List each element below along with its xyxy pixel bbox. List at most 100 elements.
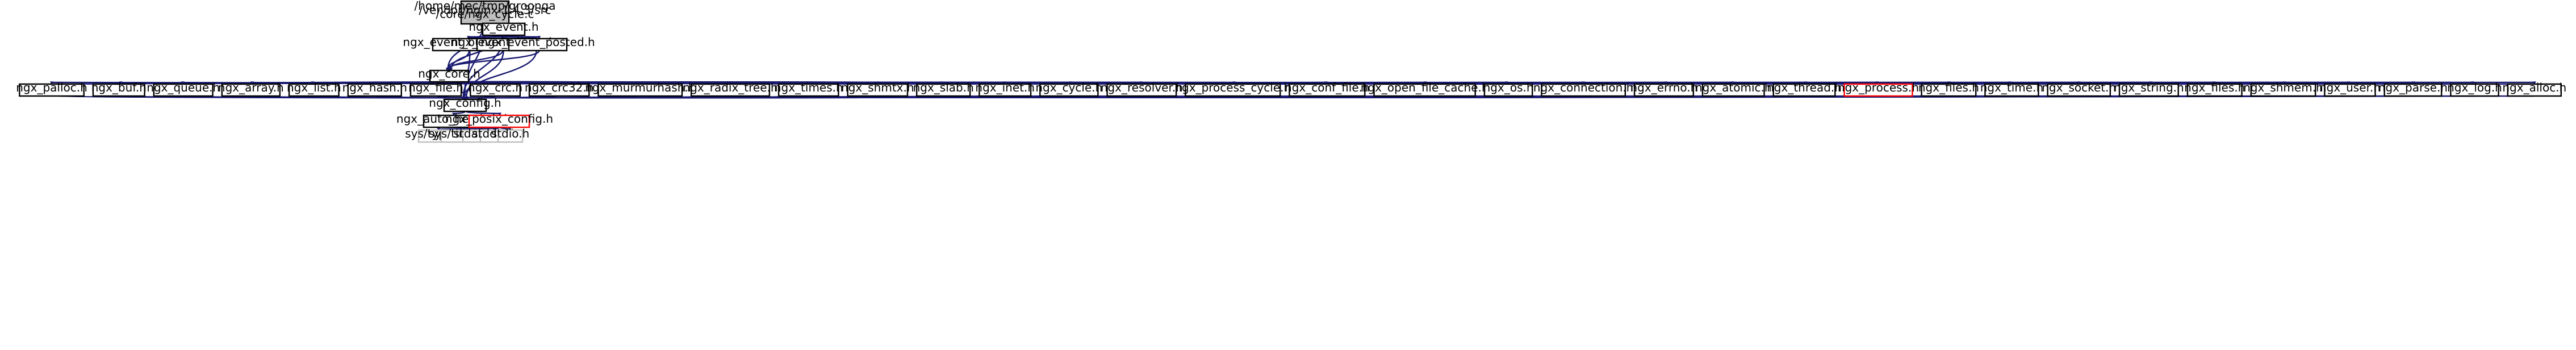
node-label: ngx_resolver.h [1101,81,1183,94]
node-ngx-conf-file-h[interactable]: ngx_conf_file.h [1285,81,1370,97]
node-ngx-connection-h[interactable]: ngx_connection.h [1533,81,1633,97]
node-box [847,83,909,97]
node-label: ngx_hash.h [342,81,407,94]
node-stdio-h[interactable]: stdio.h [491,127,529,143]
node-box [1185,83,1281,97]
node-box [1701,83,1765,97]
node-label: ngx_connection.h [1533,81,1633,94]
node-ngx-os-h[interactable]: ngx_os.h [1483,81,1534,97]
node-root[interactable]: /home/mec/tmp/groonga/vendor/nginx-1.4.3… [414,0,556,25]
node-label: ngx_config.h [429,96,501,110]
node-box [2450,83,2499,97]
node-ngx-times-h[interactable]: ngx_times.h [774,81,843,97]
node-ngx-inet-h[interactable]: ngx_inet.h [975,81,1035,97]
node-label: ngx_core.h [418,66,480,80]
node-box [468,114,530,128]
node-ngx-atomic-h[interactable]: ngx_atomic.h [1695,81,1772,97]
node-ngx-crc-h[interactable]: ngx_crc.h [468,81,522,97]
node-box [1921,83,1977,97]
node-label: ngx_socket.h [2042,81,2116,94]
node-box [915,83,971,97]
node-box [1984,83,2039,97]
node-ngx-list-h[interactable]: ngx_list.h [287,81,341,97]
node-box [482,22,526,36]
node-box [2507,83,2562,97]
node-ngx-array-h[interactable]: ngx_array.h [218,81,284,97]
node-label: ngx_list.h [287,81,341,94]
node-label: stdio.h [491,127,529,140]
node-ngx-murmurhash-h[interactable]: ngx_murmurhash.h [585,81,695,97]
node-ngx-shmem-h[interactable]: ngx_shmem.h [2243,81,2323,97]
node-box [429,69,470,83]
node-box [497,129,524,143]
node-label: ngx_posix_config.h [445,112,553,126]
node-label: ngx_palloc.h [16,81,87,94]
nodes: /home/mec/tmp/groonga/vendor/nginx-1.4.3… [16,0,2566,143]
node-label: ngx_shmtx.h [841,81,914,94]
node-box [2250,83,2316,97]
node-ngx-thread-h[interactable]: ngx_thread.h [1767,81,1842,97]
node-label: ngx_times.h [774,81,843,94]
node-ngx-user-h[interactable]: ngx_user.h [2319,81,2381,97]
node-box [1843,83,1913,97]
node-label: ngx_file.h [408,81,463,94]
node-box [777,83,839,97]
node-label: ngx_parse.h [2378,81,2448,94]
node-label: ngx_thread.h [1767,81,1842,94]
node-ngx-core-h[interactable]: ngx_core.h [418,66,480,83]
node-ngx-cycle-h[interactable]: ngx_cycle.h [1035,81,1102,97]
node-ngx-event-posted-h[interactable]: ngx_event_posted.h [480,35,595,52]
node-ngx-palloc-h[interactable]: ngx_palloc.h [16,81,87,97]
node-ngx-errno-h[interactable]: ngx_errno.h [1630,81,1697,97]
node-box [92,83,145,97]
node-ngx-parse-h[interactable]: ngx_parse.h [2378,81,2448,97]
node-box [221,83,281,97]
node-label: ngx_queue.h [147,81,220,94]
node-label: ngx_inet.h [975,81,1035,94]
node-box [690,83,771,97]
node-box [1039,83,1099,97]
node-label: ngx_array.h [218,81,284,94]
node-ngx-slab-h[interactable]: ngx_slab.h [913,81,974,97]
node-label: /core/ngx_cycle.c [436,7,534,21]
node-ngx-buf-h[interactable]: ngx_buf.h [91,81,147,97]
node-label: ngx_shmem.h [2243,81,2323,94]
node-label: ngx_radix_tree.h [683,81,778,94]
node-ngx-posix-config-h[interactable]: ngx_posix_config.h [445,112,553,128]
node-ngx-socket-h[interactable]: ngx_socket.h [2042,81,2116,97]
node-ngx-time-h[interactable]: ngx_time.h [1980,81,2043,97]
node-box [2324,83,2376,97]
node-ngx-config-h[interactable]: ngx_config.h [429,96,501,113]
node-box [153,83,214,97]
node-ngx-files-h[interactable]: ngx_files.h [1918,81,1979,97]
node-label: ngx_errno.h [1630,81,1697,94]
node-box [1483,83,1533,97]
node-ngx-process-h[interactable]: ngx_process.h [1838,81,1919,97]
node-ngx-hash-h[interactable]: ngx_hash.h [342,81,407,97]
node-ngx-open-file-cache-h[interactable]: ngx_open_file_cache.h [1361,81,1489,97]
node-box [470,83,521,97]
node-box [2383,83,2443,97]
node-box [288,83,340,97]
node-ngx-crc32-h[interactable]: ngx_crc32.h [525,81,593,97]
node-ngx-shmtx-h[interactable]: ngx_shmtx.h [841,81,914,97]
node-box [1106,83,1177,97]
node-ngx-files2-h[interactable]: ngx_files.h [2184,81,2245,97]
node-ngx-queue-h[interactable]: ngx_queue.h [147,81,220,97]
node-ngx-resolver-h[interactable]: ngx_resolver.h [1101,81,1183,97]
node-box [978,83,1032,97]
node-box [508,38,568,52]
node-label: ngx_string.h [2114,81,2184,94]
node-ngx-radix-tree-h[interactable]: ngx_radix_tree.h [683,81,778,97]
node-ngx-log-h[interactable]: ngx_log.h [2447,81,2502,97]
node-ngx-event-h[interactable]: ngx_event.h [469,20,539,36]
node-ngx-file-h[interactable]: ngx_file.h [408,81,463,97]
node-box [460,0,510,25]
node-ngx-process-cycle-h[interactable]: ngx_process_cycle.h [1174,81,1291,97]
node-label: ngx_files.h [1918,81,1979,94]
node-label: ngx_cycle.h [1035,81,1102,94]
node-ngx-string-h[interactable]: ngx_string.h [2114,81,2184,97]
node-ngx-alloc-h[interactable]: ngx_alloc.h [2502,81,2566,97]
node-label: ngx_slab.h [913,81,974,94]
